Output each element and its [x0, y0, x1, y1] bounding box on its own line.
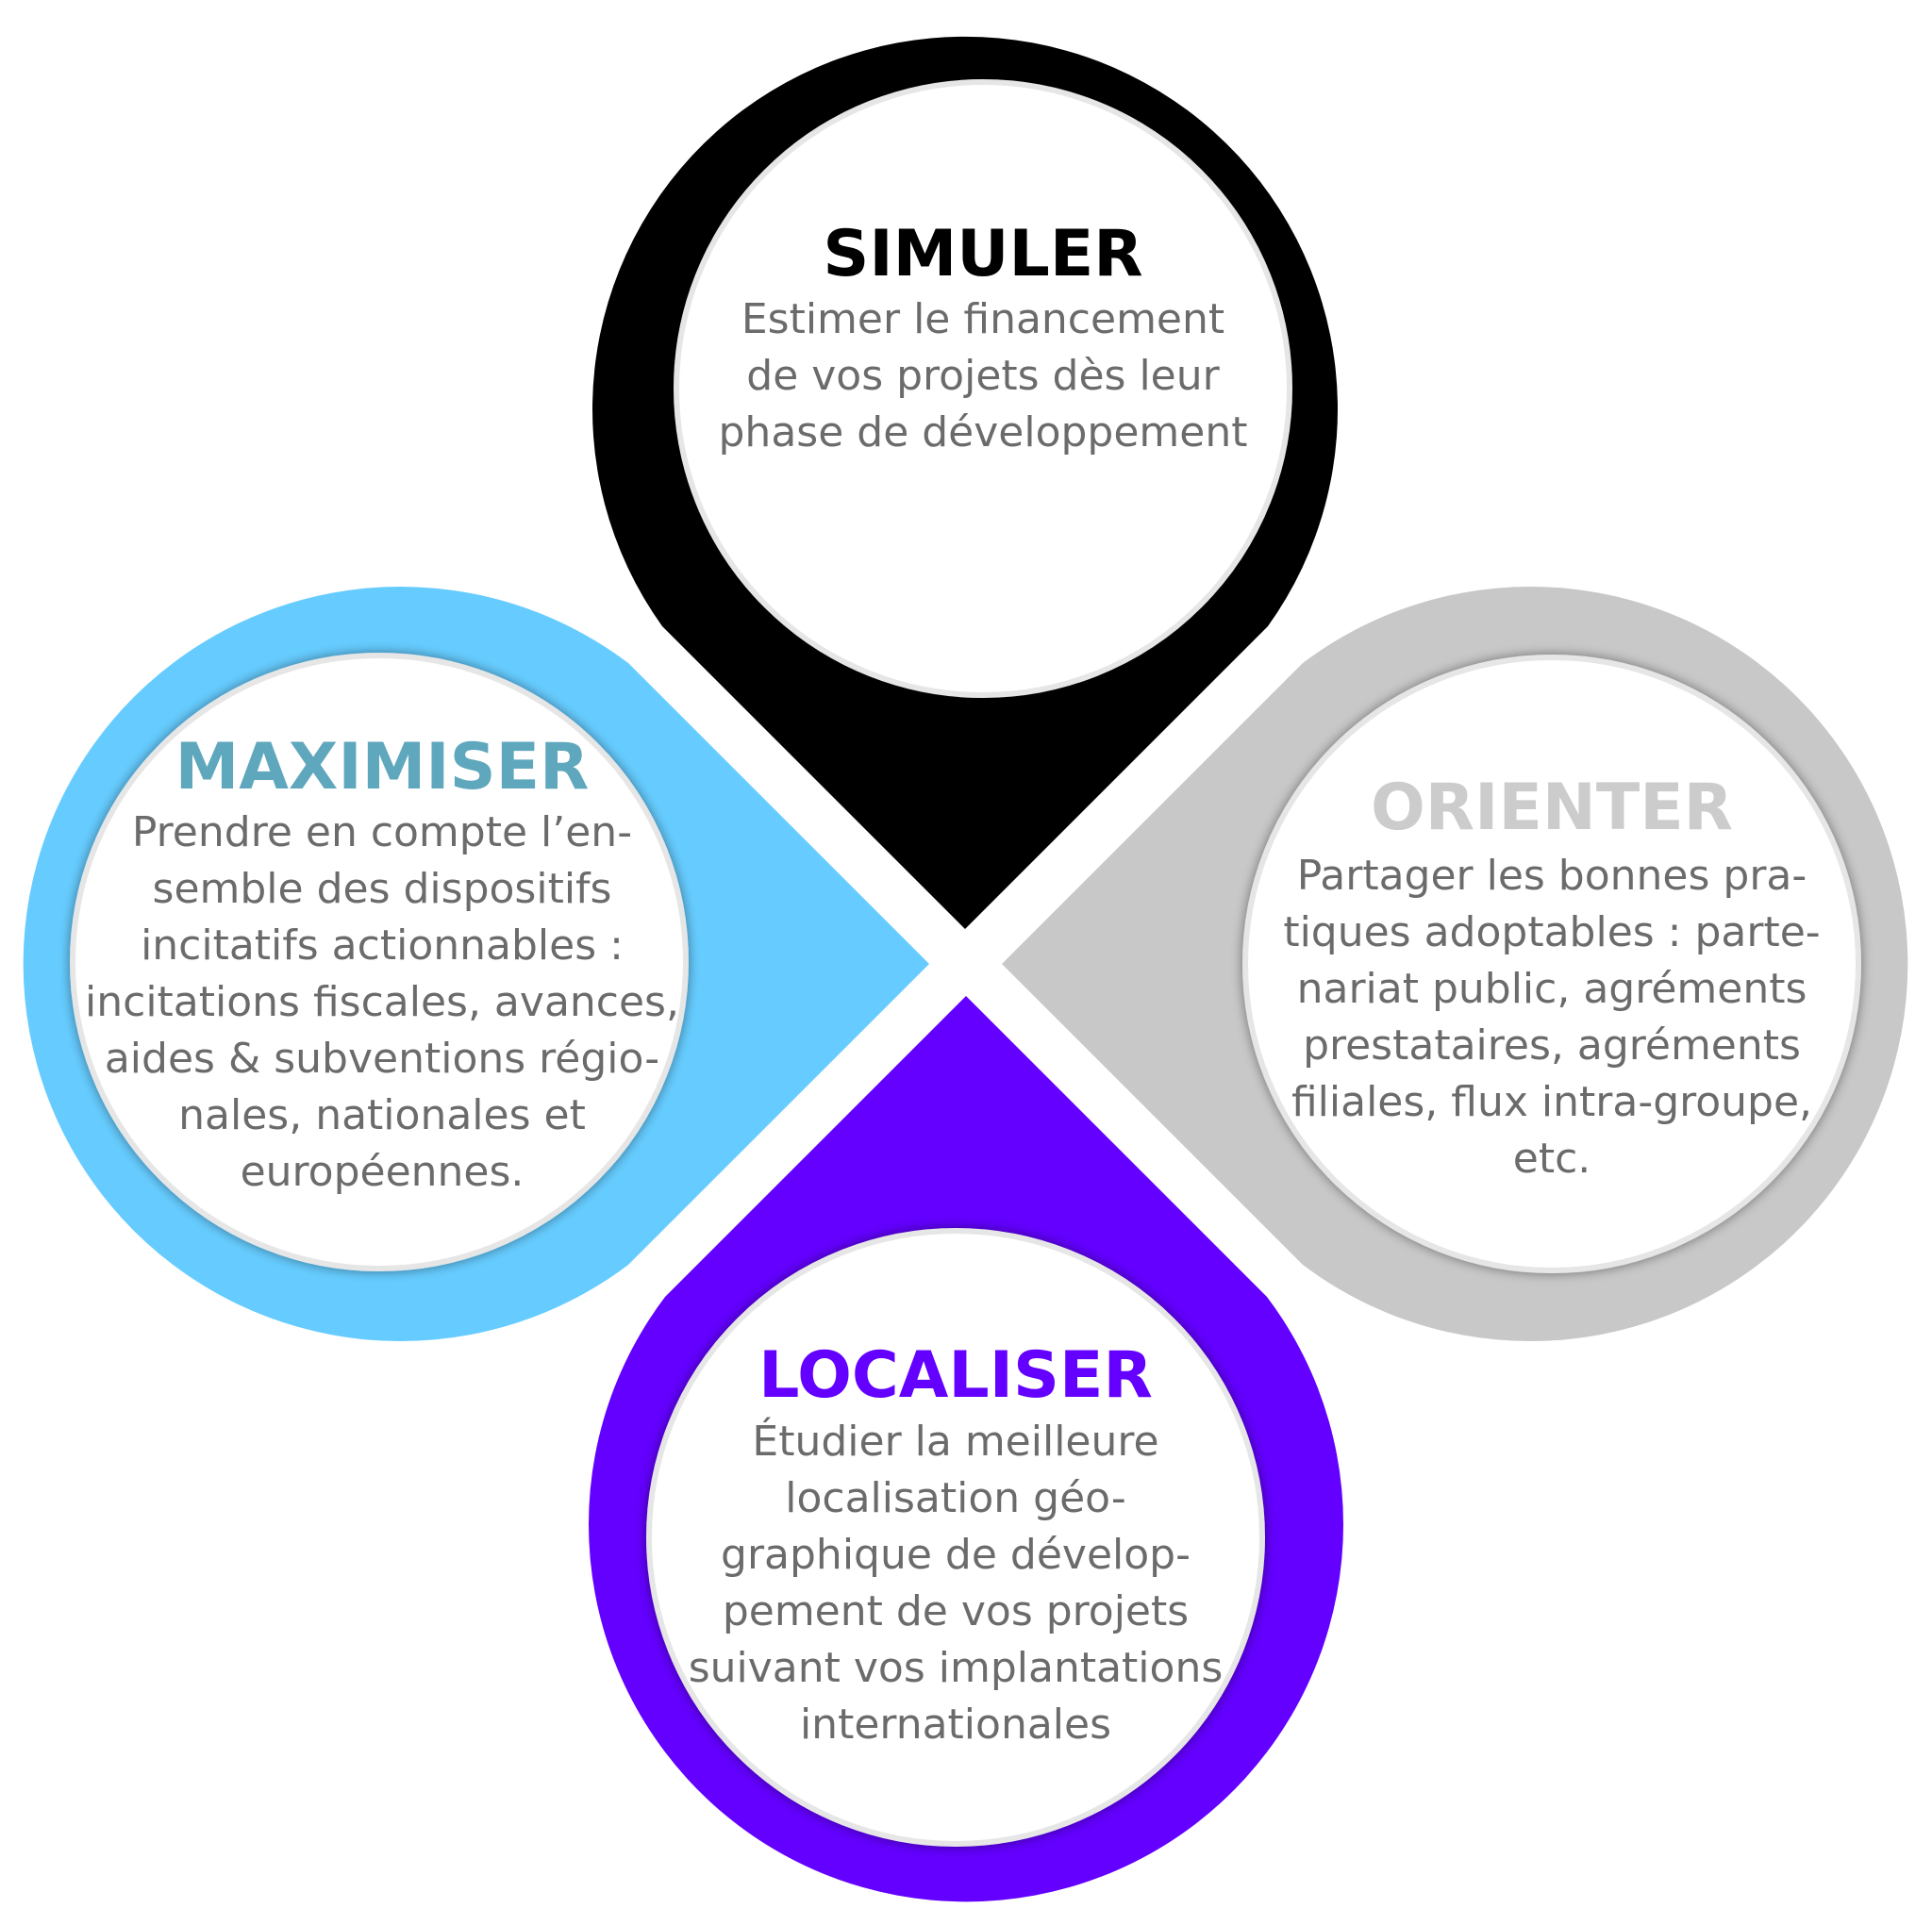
simuler-line-3: phase de développement — [719, 408, 1248, 456]
localiser-line-5: suivant vos implantations — [689, 1644, 1224, 1692]
maximiser-title: MAXIMISER — [175, 730, 590, 805]
localiser-line-6: internationales — [800, 1701, 1111, 1749]
maximiser-line-4: incitations fiscales, avances, — [85, 978, 679, 1026]
orienter-line-1: Partager les bonnes pra- — [1297, 852, 1807, 900]
maximiser-line-2: semble des dispositifs — [153, 865, 612, 913]
maximiser-line-5: aides & subventions régio- — [105, 1035, 659, 1083]
orienter-line-3: nariat public, agréments — [1297, 965, 1807, 1013]
maximiser-line-3: incitatifs actionnables : — [141, 921, 624, 970]
orienter-inner-circle — [1242, 655, 1861, 1273]
localiser-inner-circle — [646, 1228, 1265, 1847]
localiser-line-1: Étudier la meilleure — [752, 1416, 1158, 1466]
localiser-line-3: graphique de dévelop- — [721, 1531, 1191, 1579]
localiser-line-4: pement de vos projets — [723, 1587, 1189, 1635]
simuler-line-2: de vos projets dès leur — [746, 352, 1220, 400]
localiser-line-2: localisation géo- — [785, 1474, 1126, 1522]
maximiser-line-6: nales, nationales et — [178, 1091, 586, 1139]
maximiser-line-1: Prendre en compte l’en- — [132, 808, 632, 856]
orienter-line-4: prestataires, agréments — [1303, 1021, 1801, 1070]
simuler-title: SIMULER — [823, 217, 1142, 291]
orienter-line-2: tiques adoptables : parte- — [1283, 908, 1820, 956]
simuler-inner-circle — [674, 79, 1292, 698]
orienter-title: ORIENTER — [1371, 771, 1733, 845]
maximiser-inner-circle — [70, 653, 689, 1271]
localiser-title: LOCALISER — [758, 1338, 1153, 1413]
orienter-line-5: filiales, flux intra-groupe, — [1291, 1078, 1812, 1126]
simuler-line-1: Estimer le financement — [741, 295, 1224, 343]
maximiser-line-7: européennes. — [241, 1148, 525, 1196]
orienter-line-6: etc. — [1513, 1135, 1591, 1183]
